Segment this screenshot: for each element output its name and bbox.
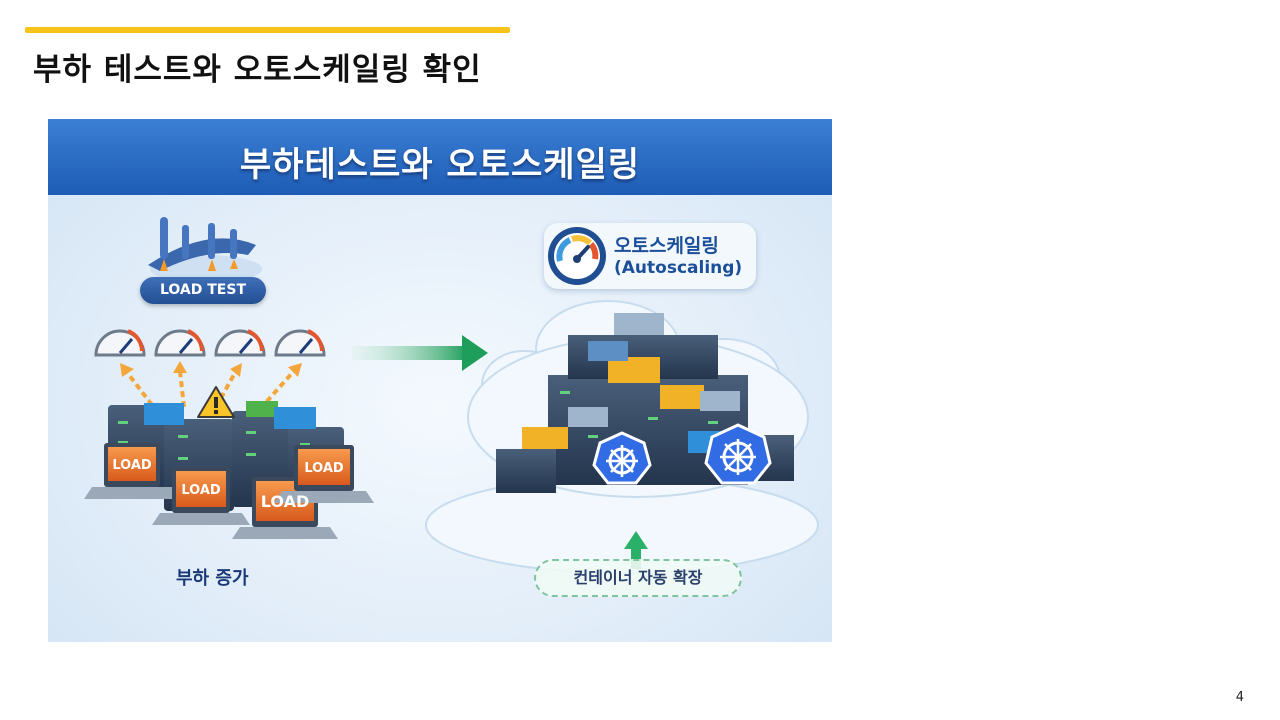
speedometer-icon xyxy=(94,329,326,357)
laptop-label: LOAD xyxy=(304,461,344,476)
kubernetes-icon xyxy=(592,423,772,485)
arrow-right-icon xyxy=(352,335,488,371)
rocket-icon xyxy=(148,217,262,283)
arrow-up-icon xyxy=(624,531,648,569)
page-number: 4 xyxy=(1235,690,1244,705)
laptop-icon xyxy=(84,443,374,539)
warning-icon xyxy=(197,386,235,418)
autoscaling-card: 오토스케일링 (Autoscaling) xyxy=(544,223,756,289)
load-test-badge: LOAD TEST xyxy=(140,277,266,304)
title-accent-bar xyxy=(25,27,510,33)
load-increase-caption: 부하 증가 xyxy=(176,568,249,589)
autoscaling-label-en: (Autoscaling) xyxy=(614,258,743,278)
server-rack-icon xyxy=(496,313,794,493)
illustration-banner: 부하테스트와 오토스케일링 xyxy=(48,119,832,195)
slide-title: 부하 테스트와 오토스케일링 확인 xyxy=(33,52,482,88)
load-arrowheads xyxy=(120,361,302,377)
banner-title: 부하테스트와 오토스케일링 xyxy=(239,145,641,185)
autoscaling-label-ko: 오토스케일링 xyxy=(614,235,719,257)
container-autoscale-caption: 컨테이너 자동 확장 xyxy=(534,559,742,597)
illustration-art: LOAD LOAD LOAD LOAD xyxy=(84,217,819,574)
laptop-label: LOAD xyxy=(181,483,221,498)
laptop-label: LOAD xyxy=(112,458,152,473)
laptop-label: LOAD xyxy=(261,492,309,511)
gauge-icon xyxy=(548,227,606,285)
load-arrows xyxy=(124,369,296,411)
illustration: 부하테스트와 오토스케일링 xyxy=(48,119,832,642)
